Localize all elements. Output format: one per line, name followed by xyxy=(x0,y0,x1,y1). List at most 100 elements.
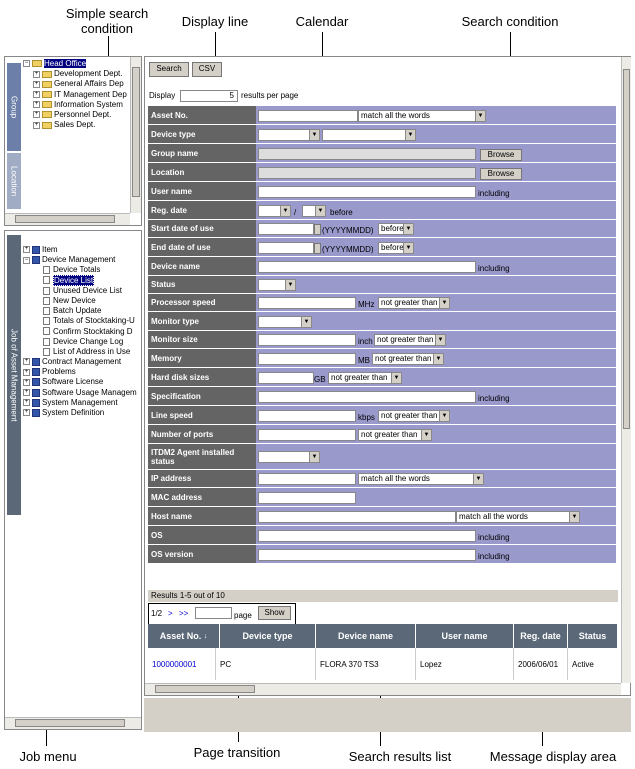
condition-input[interactable] xyxy=(258,428,356,441)
browse-button[interactable]: Browse xyxy=(480,148,522,161)
condition-input[interactable] xyxy=(258,260,476,273)
calendar-icon[interactable] xyxy=(314,242,321,254)
condition-input[interactable] xyxy=(258,473,356,485)
expand-icon[interactable]: − xyxy=(23,256,30,264)
csv-button[interactable]: CSV xyxy=(192,62,222,77)
col-device-name[interactable]: Device name xyxy=(316,624,416,648)
condition-input[interactable] xyxy=(258,409,356,422)
horizontal-scrollbar[interactable] xyxy=(145,683,621,695)
condition-input[interactable] xyxy=(258,371,314,384)
condition-select[interactable]: not greater than xyxy=(378,297,450,309)
job-menu-item[interactable]: +System Management xyxy=(23,397,118,407)
calendar-icon[interactable] xyxy=(314,224,321,235)
col-device-type[interactable]: Device type xyxy=(220,624,316,648)
display-count-input[interactable]: 5 xyxy=(180,90,238,102)
vertical-scrollbar[interactable] xyxy=(621,57,631,683)
condition-select[interactable]: not greater than xyxy=(378,409,450,422)
job-menu-item[interactable]: +System Definition xyxy=(23,408,105,417)
horizontal-scrollbar[interactable] xyxy=(5,213,130,225)
last-page-link[interactable]: >> xyxy=(179,609,189,618)
condition-input[interactable] xyxy=(258,548,476,561)
job-menu-item[interactable]: Batch Update xyxy=(23,306,141,316)
expand-icon[interactable]: + xyxy=(33,80,40,88)
tree-item[interactable]: +Development Dept. xyxy=(33,69,123,79)
condition-select[interactable] xyxy=(258,451,320,463)
next-page-link[interactable]: > xyxy=(168,609,173,618)
condition-input[interactable] xyxy=(258,297,356,309)
condition-input[interactable] xyxy=(258,241,314,254)
expand-icon[interactable]: + xyxy=(23,368,30,376)
search-button[interactable]: Search xyxy=(149,62,189,77)
tree-item[interactable]: +IT Management Dep xyxy=(33,89,127,99)
horizontal-scrollbar[interactable] xyxy=(5,717,141,729)
show-button[interactable]: Show xyxy=(258,606,291,620)
condition-input[interactable] xyxy=(258,334,356,346)
expand-icon[interactable]: + xyxy=(23,409,30,417)
job-menu-item[interactable]: Device Totals xyxy=(23,265,141,275)
job-menu-item[interactable]: +Software License xyxy=(23,377,104,387)
vertical-scrollbar[interactable] xyxy=(130,57,141,213)
expand-icon[interactable]: − xyxy=(23,60,30,68)
browse-button[interactable]: Browse xyxy=(480,167,522,180)
condition-select[interactable] xyxy=(322,128,416,141)
condition-input[interactable] xyxy=(258,491,356,504)
job-menu-item[interactable]: +Contract Management xyxy=(23,357,122,367)
condition-select[interactable] xyxy=(258,204,291,217)
condition-select[interactable]: before xyxy=(378,241,414,254)
expand-icon[interactable]: + xyxy=(33,70,40,78)
condition-input[interactable] xyxy=(258,185,476,198)
job-menu-item[interactable]: Unused Device List xyxy=(23,286,141,296)
job-menu-item[interactable]: Confirm Stocktaking D xyxy=(23,327,141,337)
job-menu-item[interactable]: Totals of Stocktaking-U xyxy=(23,316,141,326)
tree-root-head-office[interactable]: −Head Office xyxy=(23,59,87,68)
job-menu-item[interactable]: List of Address in Use xyxy=(23,347,141,357)
condition-select[interactable]: not greater than xyxy=(328,371,402,384)
tree-item[interactable]: +Sales Dept. xyxy=(33,120,96,130)
condition-select[interactable]: match all the words xyxy=(456,510,580,523)
expand-icon[interactable]: + xyxy=(23,378,30,386)
condition-select[interactable]: not greater than xyxy=(374,334,446,346)
tree-item[interactable]: +Personnel Dept. xyxy=(33,109,112,119)
expand-icon[interactable]: + xyxy=(23,246,30,254)
col-status[interactable]: Status xyxy=(568,624,618,648)
col-asset-no[interactable]: Asset No. ↓ xyxy=(148,624,220,648)
condition-select[interactable] xyxy=(302,204,326,217)
tab-group[interactable]: Group xyxy=(7,63,21,151)
condition-select[interactable]: match all the words xyxy=(358,473,484,485)
condition-input[interactable] xyxy=(258,223,314,235)
tab-location[interactable]: Location xyxy=(7,153,21,209)
condition-select[interactable] xyxy=(258,128,320,141)
job-menu-item[interactable]: +Software Usage Managem xyxy=(23,387,137,397)
job-menu-item[interactable]: +Item xyxy=(23,245,58,254)
condition-input[interactable] xyxy=(258,529,476,542)
page-number-input[interactable] xyxy=(195,607,232,619)
tree-item[interactable]: +General Affairs Dep xyxy=(33,79,124,89)
expand-icon[interactable]: + xyxy=(33,101,40,109)
expand-icon[interactable]: + xyxy=(33,111,40,119)
expand-icon[interactable]: + xyxy=(23,399,30,407)
cell-asset-no[interactable]: 1000000001 xyxy=(148,648,216,680)
condition-input[interactable] xyxy=(258,390,476,403)
tree-item[interactable]: +Information System xyxy=(33,99,123,109)
expand-icon[interactable]: + xyxy=(23,389,30,397)
condition-select[interactable]: not greater than xyxy=(372,352,444,365)
expand-icon[interactable]: + xyxy=(23,358,30,366)
expand-icon[interactable]: + xyxy=(33,121,40,129)
condition-select[interactable] xyxy=(258,315,312,328)
col-reg-date[interactable]: Reg. date xyxy=(514,624,568,648)
job-menu-item[interactable]: Device Change Log xyxy=(23,337,141,347)
job-menu-item[interactable]: −Device Management xyxy=(23,255,116,265)
job-menu-item[interactable]: New Device xyxy=(23,296,141,306)
condition-input[interactable] xyxy=(258,510,456,523)
expand-icon[interactable]: + xyxy=(33,90,40,98)
condition-select[interactable] xyxy=(258,279,296,291)
condition-select[interactable]: before xyxy=(378,223,414,235)
condition-input[interactable] xyxy=(258,352,356,365)
job-menu-item[interactable]: Device List xyxy=(23,274,141,286)
tab-job-asset[interactable]: Job of Asset Management xyxy=(7,235,21,515)
job-menu-item[interactable]: +Problems xyxy=(23,367,76,377)
col-user-name[interactable]: User name xyxy=(416,624,514,648)
condition-select[interactable]: not greater than xyxy=(358,428,432,441)
condition-input[interactable] xyxy=(258,109,358,122)
condition-select[interactable]: match all the words xyxy=(358,109,486,122)
